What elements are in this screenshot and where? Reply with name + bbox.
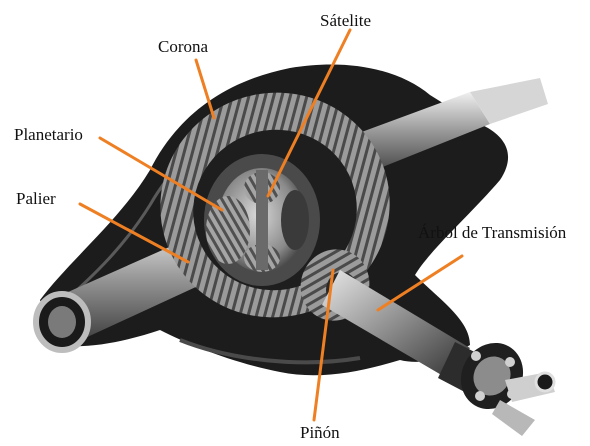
- label-pinon: Piñón: [300, 424, 340, 441]
- label-palier: Palier: [16, 190, 56, 207]
- differential-case: [204, 154, 320, 286]
- label-corona: Corona: [158, 38, 208, 55]
- label-arbol-de-transmision: Árbol de Transmisión: [418, 224, 566, 241]
- label-planetario: Planetario: [14, 126, 83, 143]
- label-satelite: Sátelite: [320, 12, 371, 29]
